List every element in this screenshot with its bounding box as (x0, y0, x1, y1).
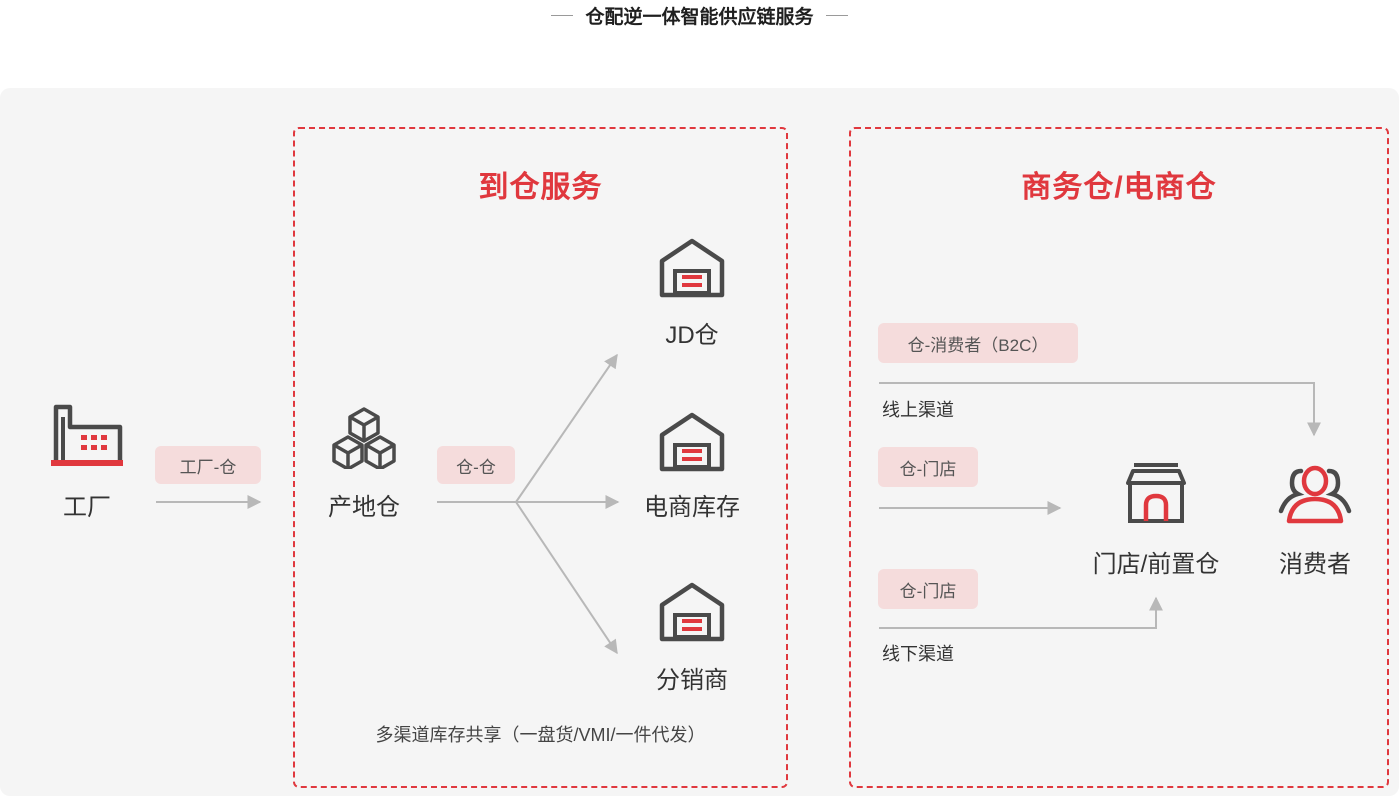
store-tag-1: 仓-门店 (878, 447, 978, 487)
b2c-arrow (879, 382, 1321, 437)
store-label: 门店/前置仓 (1092, 551, 1220, 578)
store-tag-2: 仓-门店 (878, 569, 978, 609)
to-warehouse-title: 到仓服务 (478, 171, 603, 204)
inventory-sharing-note: 多渠道库存共享（一盘货/VMI/一件代发） (375, 725, 706, 745)
online-channel-label: 线上渠道 (882, 400, 954, 420)
arrow-to-distributor (515, 501, 618, 655)
consumer-label: 消费者 (1279, 551, 1351, 578)
page-title: 仓配逆一体智能供应链服务 (0, 2, 1399, 28)
warehouse-icon (658, 411, 726, 473)
store-icon (1123, 461, 1189, 525)
factory-icon (50, 403, 124, 467)
origin-warehouse-label: 产地仓 (328, 494, 400, 521)
warehouse-icon (658, 237, 726, 299)
jd-warehouse-label: JD仓 (665, 322, 719, 349)
warehouse-icon (658, 581, 726, 643)
users-icon (1276, 461, 1354, 525)
commerce-title: 商务仓/电商仓 (1021, 171, 1217, 204)
title-rule-left (551, 14, 574, 16)
ecommerce-stock-label: 电商库存 (644, 494, 740, 521)
to-warehouse-section (293, 127, 788, 788)
page-title-text: 仓配逆一体智能供应链服务 (585, 6, 814, 28)
distributor-label: 分销商 (656, 667, 728, 694)
title-rule-right (825, 14, 848, 16)
diagram-panel (0, 88, 1399, 796)
boxes-icon (330, 405, 398, 471)
b2c-tag: 仓-消费者（B2C） (878, 323, 1078, 363)
factory-label: 工厂 (63, 494, 111, 521)
commerce-section (849, 127, 1389, 788)
warehouse-warehouse-tag: 仓-仓 (437, 446, 515, 484)
offline-channel-label: 线下渠道 (882, 644, 954, 664)
arrow-to-jd (515, 353, 618, 503)
factory-warehouse-tag: 工厂-仓 (155, 446, 261, 484)
offline-arrow (879, 596, 1163, 629)
